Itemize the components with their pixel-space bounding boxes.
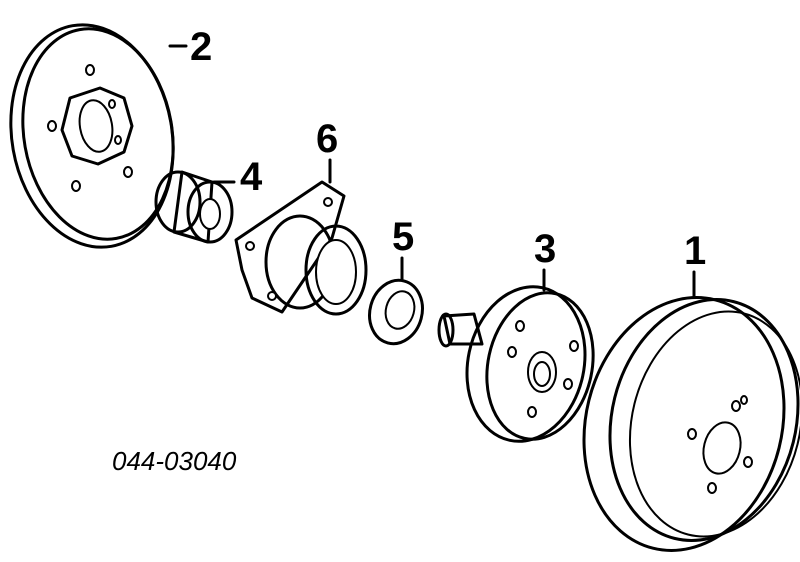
callout-6: 6	[316, 117, 338, 161]
callout-4: 4	[240, 155, 263, 199]
hub-flange-part	[437, 285, 595, 443]
seal-part	[368, 278, 424, 346]
backing-plate-part	[9, 23, 175, 249]
callout-1: 1	[684, 229, 706, 273]
bearing-part	[154, 170, 234, 244]
carrier-part	[234, 180, 368, 316]
callout-5: 5	[392, 215, 414, 259]
leader-lines	[168, 44, 696, 298]
drum-part	[582, 296, 800, 552]
callout-2: 2	[190, 25, 212, 69]
part-number: 044-03040	[112, 446, 237, 476]
callout-3: 3	[534, 227, 556, 271]
